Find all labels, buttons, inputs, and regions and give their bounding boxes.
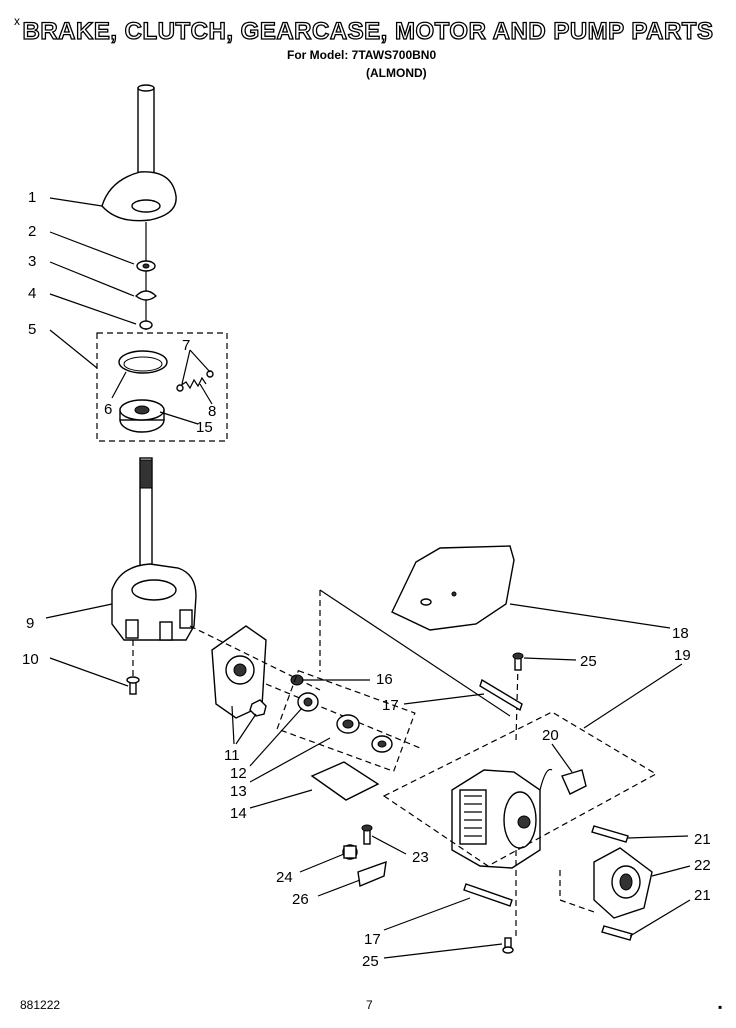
clutch-band-part-6	[118, 350, 168, 374]
callout-11: 11	[224, 747, 240, 764]
brake-cam-part-1	[101, 171, 177, 222]
callout-1: 1	[28, 189, 36, 206]
callout-25b: 25	[362, 953, 379, 970]
screw-part-23	[361, 824, 373, 845]
callout-7: 7	[182, 337, 190, 354]
callout-16: 16	[376, 671, 393, 688]
clamp-part-21-upper	[591, 825, 629, 843]
callout-9: 9	[26, 615, 34, 632]
bolt-part-10	[126, 676, 140, 695]
leader-lines	[45, 197, 691, 959]
doc-number: 881222	[20, 998, 61, 1012]
callout-26: 26	[292, 891, 309, 908]
callout-23: 23	[412, 849, 429, 866]
mounting-plate	[211, 625, 267, 719]
bushing-part-24	[342, 844, 358, 860]
clip-part-17-upper	[479, 678, 523, 712]
callout-13: 13	[230, 783, 247, 800]
callout-8: 8	[208, 403, 216, 420]
callout-21b: 21	[694, 887, 711, 904]
corner-mark-top: x	[14, 14, 20, 28]
clutch-hub-part-15	[119, 399, 165, 433]
callout-18: 18	[672, 625, 689, 642]
callout-21a: 21	[694, 831, 711, 848]
page-title: BRAKE, CLUTCH, GEARCASE, MOTOR AND PUMP …	[22, 17, 714, 45]
corner-mark-bottom: ▪	[718, 1000, 723, 1014]
coupling-part-16	[290, 674, 304, 686]
nut-part-11	[249, 699, 267, 717]
callout-12: 12	[230, 765, 247, 782]
callout-14: 14	[230, 805, 247, 822]
callout-5: 5	[28, 321, 36, 338]
bolt-part-25-upper	[512, 652, 524, 671]
callout-15: 15	[196, 419, 213, 436]
gearcase-part-9	[111, 563, 197, 641]
clamp-part-21-lower	[601, 925, 633, 941]
callout-25a: 25	[580, 653, 597, 670]
callout-19: 19	[674, 647, 691, 664]
coupling-kit-box	[276, 669, 416, 773]
callout-4: 4	[28, 285, 36, 302]
retainer-part-3	[134, 290, 158, 301]
callout-10: 10	[22, 651, 39, 668]
drive-shaft-lower	[139, 457, 153, 579]
callout-2: 2	[28, 223, 36, 240]
page-number: 7	[366, 998, 373, 1012]
terminal-part-20	[539, 768, 587, 795]
pump-part-22	[593, 847, 653, 919]
pad-part-14	[310, 761, 380, 801]
motor-part-19	[451, 769, 541, 869]
motor-kit-box	[382, 711, 658, 867]
spring-part-7-8	[176, 370, 214, 392]
washer-part-2	[136, 260, 156, 272]
callout-22: 22	[694, 857, 711, 874]
model-line: For Model: 7TAWS700BN0	[287, 48, 437, 62]
callout-17a: 17	[382, 697, 399, 714]
clip-part-17-lower	[463, 883, 513, 907]
ring-part-4	[139, 320, 153, 330]
coupling-part-13	[336, 714, 393, 753]
clutch-kit-box-part-5	[96, 332, 228, 442]
callout-3: 3	[28, 253, 36, 270]
callout-20: 20	[542, 727, 559, 744]
coupling-part-12	[297, 692, 319, 712]
bolt-part-25-lower	[502, 937, 514, 954]
callout-6: 6	[104, 401, 112, 418]
color-line: (ALMOND)	[366, 66, 427, 80]
clamp-part-26	[357, 860, 387, 887]
callout-24: 24	[276, 869, 293, 886]
callout-labels: 1 2 3 4 5 6 7 8 9 10 11 12 13 14 15 16 1…	[22, 189, 711, 970]
shield-part-18	[391, 545, 515, 631]
callout-17b: 17	[364, 931, 381, 948]
